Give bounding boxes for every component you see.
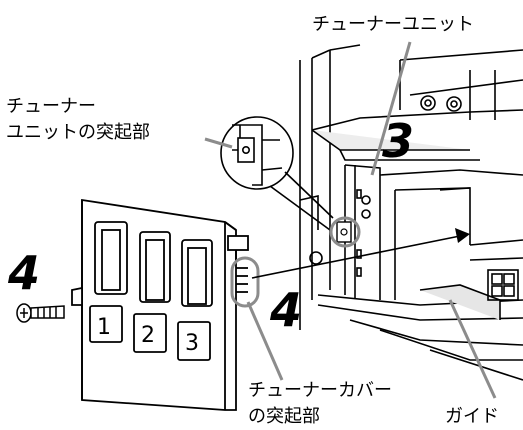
- label-tuner-cover-protrusion-line1: チューナーカバー: [248, 380, 392, 401]
- tuner-cover: [71, 198, 249, 411]
- step-3-number: 3: [382, 114, 414, 168]
- label-tuner-cover-protrusion-line2: の突起部: [248, 406, 320, 427]
- step-4-left-number: 4: [7, 246, 40, 300]
- leader-tuner-unit: [370, 41, 412, 176]
- chassis: [299, 44, 523, 381]
- protrusion-highlight-ring: [329, 216, 361, 248]
- cover-slot-2-number: 2: [141, 323, 155, 348]
- leader-lines: [204, 41, 497, 399]
- tuner-unit-protrusion: [336, 221, 352, 243]
- cover-slot-3-number: 3: [185, 331, 199, 356]
- screw-hole-icon: [446, 96, 462, 112]
- label-guide: ガイド: [445, 406, 499, 427]
- leader-tuner-unit-protrusion: [204, 137, 233, 149]
- screw-hole-icon: [420, 95, 436, 111]
- cover-slot-3: 3: [177, 321, 211, 361]
- leader-cover-protrusion: [246, 301, 284, 381]
- leader-guide: [448, 299, 497, 399]
- insertion-arrow: [251, 228, 470, 279]
- magnified-callout: [220, 116, 334, 231]
- label-tuner-unit-protrusion-line2: ユニットの突起部: [6, 122, 150, 143]
- cover-slot-2: 2: [133, 313, 167, 353]
- step-4-center-number: 4: [269, 283, 302, 337]
- cover-protrusion-highlight-ring: [230, 256, 260, 308]
- label-tuner-unit-protrusion-line1: チューナー: [6, 96, 96, 117]
- label-tuner-unit: チューナーユニット: [312, 14, 474, 35]
- screw-icon: [16, 303, 65, 323]
- cover-slot-1-number: 1: [97, 315, 111, 340]
- cover-slot-1: 1: [89, 305, 123, 343]
